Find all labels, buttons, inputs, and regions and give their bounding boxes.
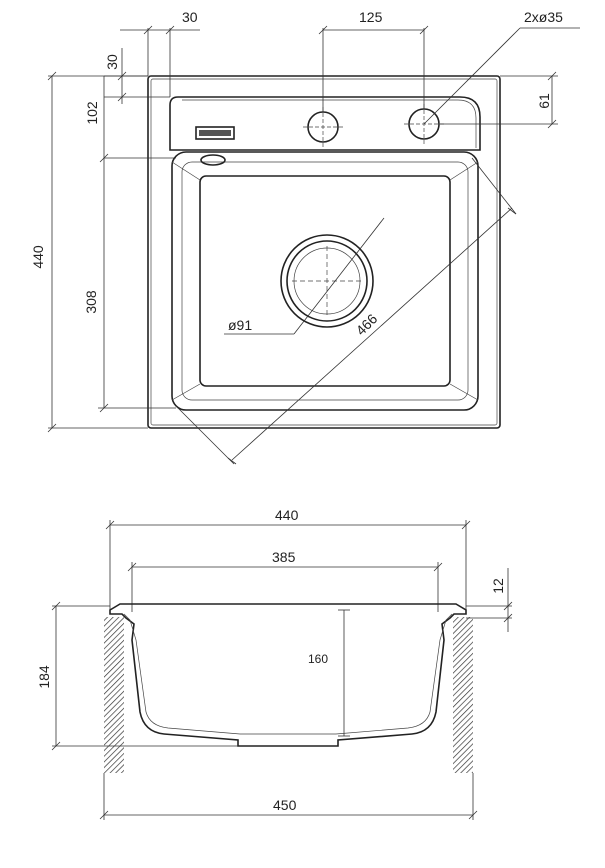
drain bbox=[280, 234, 374, 328]
sink-outer-inner-outline bbox=[150, 78, 498, 426]
overflow-slot-inner bbox=[199, 130, 231, 136]
tap-deck-inner bbox=[182, 99, 477, 148]
sink-section-inner bbox=[123, 613, 453, 735]
dim-tap-spacing: 125 bbox=[359, 9, 383, 25]
dim-outer-depth: 440 bbox=[30, 245, 46, 269]
dim-top-margin: 30 bbox=[104, 54, 120, 70]
bowl-floor bbox=[199, 175, 451, 387]
top-view: 30 125 2xø35 30 102 61 bbox=[30, 9, 580, 465]
dim-tap-offset: 61 bbox=[536, 93, 552, 109]
tap-hole-left bbox=[303, 107, 343, 147]
overflow-slot bbox=[195, 126, 235, 140]
dim-bowl-depth: 308 bbox=[83, 290, 99, 314]
sink-outer-outline bbox=[147, 75, 501, 429]
bowl-rim bbox=[171, 151, 479, 411]
bowl-outline bbox=[181, 161, 469, 401]
dim-bowl-height: 160 bbox=[308, 652, 328, 666]
dim-cabinet-width: 450 bbox=[273, 797, 297, 813]
dim-rim-height: 12 bbox=[490, 578, 506, 594]
cabinet-wall-left bbox=[104, 617, 124, 773]
overflow-hole bbox=[200, 154, 226, 166]
dim-bowl-width: 385 bbox=[272, 549, 296, 565]
dim-deck-depth: 102 bbox=[84, 101, 100, 125]
cabinet-wall-right bbox=[453, 617, 473, 773]
sink-section-outline bbox=[109, 603, 467, 747]
dim-diagonal: 466 bbox=[353, 310, 381, 338]
dim-drain: ø91 bbox=[228, 317, 252, 333]
dim-outer-width: 440 bbox=[275, 507, 299, 523]
dim-tap-holes: 2xø35 bbox=[524, 9, 563, 25]
dim-cabinet-height: 184 bbox=[36, 665, 52, 689]
tap-deck-outline bbox=[169, 96, 481, 151]
dim-left-offset: 30 bbox=[182, 9, 198, 25]
section-view: 440 385 12 160 184 bbox=[36, 507, 513, 820]
